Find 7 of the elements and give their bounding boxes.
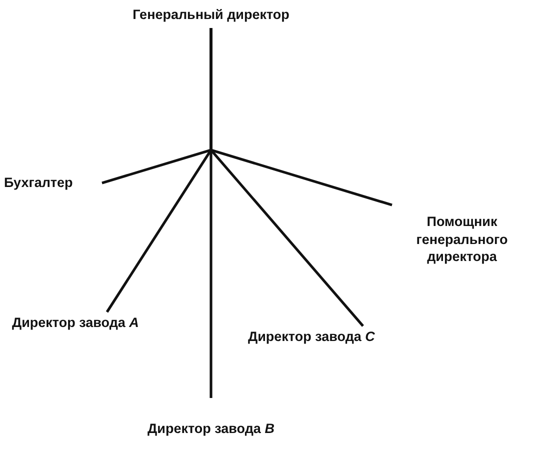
position-label: Директор завода A <box>12 314 140 332</box>
position-label: Бухгалтер <box>4 174 74 192</box>
position-label: Директор завода B <box>146 420 276 438</box>
position-label: Директор завода C <box>248 328 376 346</box>
connector-line <box>210 28 212 398</box>
position-label: Генеральный директор <box>132 6 290 24</box>
position-label: Помощник генерального директора <box>415 213 509 266</box>
